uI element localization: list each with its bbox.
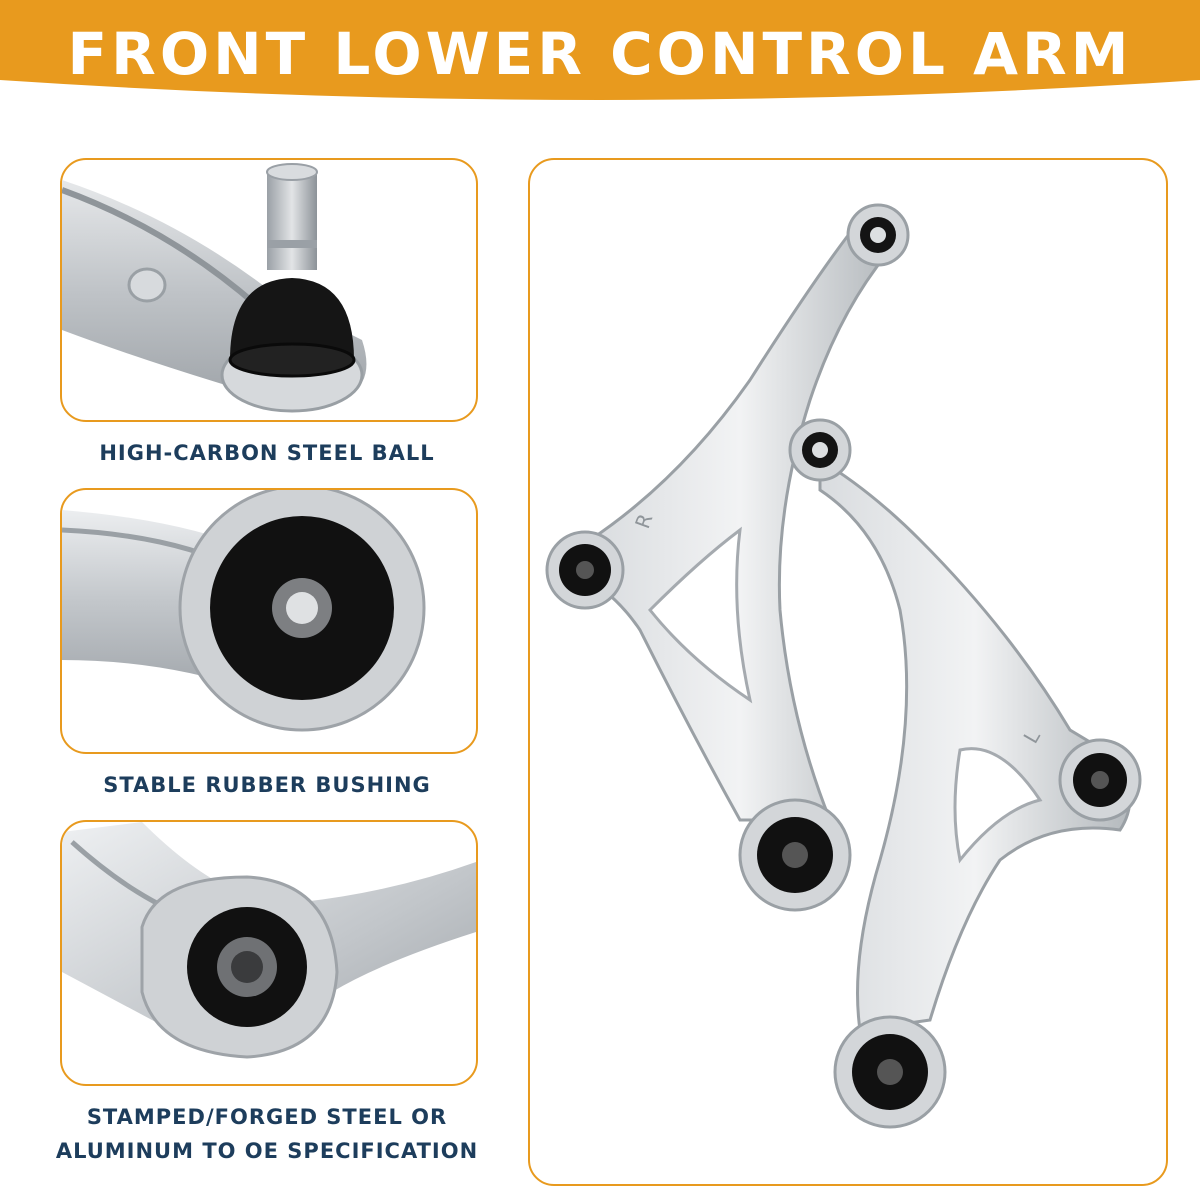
arm-body-caption-line2: ALUMINUM TO OE SPECIFICATION — [55, 1139, 479, 1163]
arm-body-panel — [60, 820, 478, 1086]
banner-shape — [0, 0, 1200, 100]
arm-body-caption: STAMPED/FORGED STEEL OR ALUMINUM TO OE S… — [40, 1100, 494, 1168]
control-arm-pair-image: R L — [545, 203, 1142, 1129]
ball-joint-panel — [60, 158, 478, 422]
left-control-arm: L — [788, 418, 1142, 1129]
ball-joint-caption: HIGH-CARBON STEEL BALL — [99, 441, 435, 465]
right-control-arm: R — [545, 203, 910, 912]
arm-body-image — [62, 822, 476, 1059]
page-title: FRONT LOWER CONTROL ARM — [67, 20, 1133, 88]
product-panel: R L — [528, 158, 1168, 1186]
ball-joint-image — [62, 163, 367, 413]
arm-body-caption-line1: STAMPED/FORGED STEEL OR — [86, 1105, 448, 1129]
bushing-panel — [60, 488, 478, 754]
bushing-image — [62, 490, 426, 732]
bushing-caption: STABLE RUBBER BUSHING — [103, 773, 431, 797]
header-banner: FRONT LOWER CONTROL ARM — [0, 0, 1200, 110]
